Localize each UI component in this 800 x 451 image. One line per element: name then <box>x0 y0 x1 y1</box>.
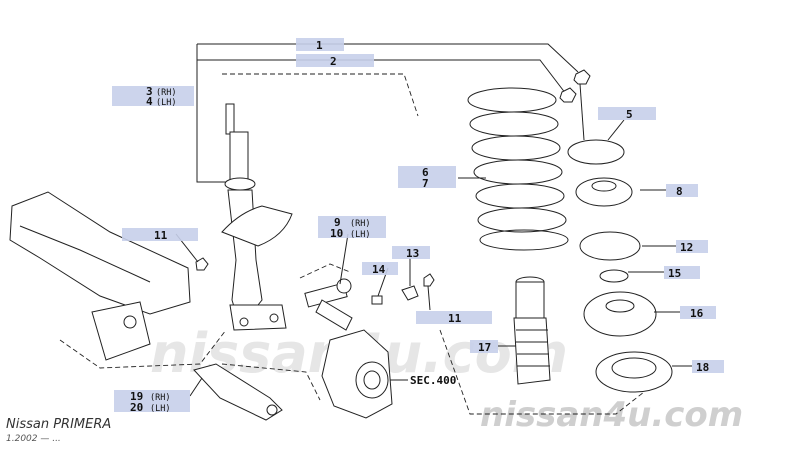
leader-11-right <box>427 285 431 311</box>
label-10: 10 <box>330 227 343 240</box>
rubber-seat-18 <box>595 351 673 393</box>
label-tag-5 <box>598 107 656 120</box>
label-4-side: (LH) <box>156 98 176 108</box>
label-6: 6 <box>422 166 429 179</box>
dashed-guide-left <box>59 329 227 369</box>
section-ref: SEC.400 <box>410 374 456 387</box>
dashed-guide-link <box>221 363 321 401</box>
label-11-right: 11 <box>448 312 462 325</box>
label-tag-13 <box>392 246 430 259</box>
label-17: 17 <box>478 341 491 354</box>
watermark-small: nissan4u.com <box>480 395 743 435</box>
transverse-link <box>193 363 283 421</box>
connecting-rod <box>304 278 353 331</box>
leader-9-10 <box>339 233 349 285</box>
label-tag-6-7 <box>398 166 456 188</box>
label-1: 1 <box>316 39 323 52</box>
label-tag-14 <box>362 262 398 275</box>
label-tag-16 <box>680 306 716 319</box>
label-tag-1 <box>296 38 344 51</box>
label-tag-17 <box>470 340 498 353</box>
label-4: 4 <box>146 95 153 108</box>
label-tag-18 <box>692 360 724 373</box>
label-tag-12 <box>676 240 708 253</box>
label-7: 7 <box>422 177 429 190</box>
label-13: 13 <box>406 247 419 260</box>
bearing-15 <box>599 269 629 283</box>
label-3: 3 <box>146 85 153 98</box>
nut-leader <box>579 83 585 141</box>
suspension-member <box>9 191 191 361</box>
footer-date: 1.2002 — ... <box>6 434 61 444</box>
dashed-guide-top <box>222 73 419 117</box>
label-15: 15 <box>668 267 681 280</box>
label-tag-11-left <box>122 228 198 241</box>
label-20-side: (LH) <box>150 404 170 414</box>
washer-13 <box>401 285 419 301</box>
label-tag-9-10 <box>318 216 386 238</box>
label-9-side: (RH) <box>350 219 370 229</box>
label-16: 16 <box>690 307 704 320</box>
label-19-side: (RH) <box>150 393 170 403</box>
label-18: 18 <box>696 361 709 374</box>
bump-boot-17 <box>513 276 551 385</box>
strut-assembly <box>221 103 293 331</box>
label-tag-8 <box>666 184 698 197</box>
bracket-12 <box>579 231 641 261</box>
bolt-14 <box>371 295 383 305</box>
leader-19-20 <box>189 377 203 397</box>
leader-bracket-strut <box>196 44 232 183</box>
leader-5 <box>607 119 625 141</box>
label-tag-11-right <box>416 311 492 324</box>
label-12: 12 <box>680 241 693 254</box>
label-tag-2 <box>296 54 374 67</box>
coil-spring <box>467 87 569 251</box>
nut-11-right <box>423 273 435 287</box>
leader-line-1 <box>197 43 579 73</box>
label-tag-15 <box>664 266 700 279</box>
label-tag-19-20 <box>114 390 190 412</box>
mount-plate-5 <box>567 139 625 165</box>
steering-knuckle <box>321 329 393 419</box>
footer-model: Nissan PRIMERA <box>6 417 111 432</box>
seat-16 <box>583 291 657 337</box>
dashed-guide-bottom <box>439 329 645 415</box>
label-tag-3-4 <box>112 86 194 106</box>
label-2: 2 <box>330 55 337 68</box>
label-3-side: (RH) <box>156 88 176 98</box>
insulator-8-hub <box>591 180 617 192</box>
label-11-left: 11 <box>154 229 168 242</box>
leader-line-2 <box>197 59 567 95</box>
label-19: 19 <box>130 390 143 403</box>
label-8: 8 <box>676 185 683 198</box>
label-20: 20 <box>130 401 143 414</box>
nut-11-left <box>195 257 209 271</box>
label-5: 5 <box>626 108 633 121</box>
insulator-8 <box>575 177 633 207</box>
nut-lower <box>559 87 577 103</box>
dashed-guide-rod <box>299 263 351 279</box>
nut-top <box>573 69 591 85</box>
label-14: 14 <box>372 263 386 276</box>
label-9: 9 <box>334 216 341 229</box>
label-10-side: (LH) <box>350 230 370 240</box>
